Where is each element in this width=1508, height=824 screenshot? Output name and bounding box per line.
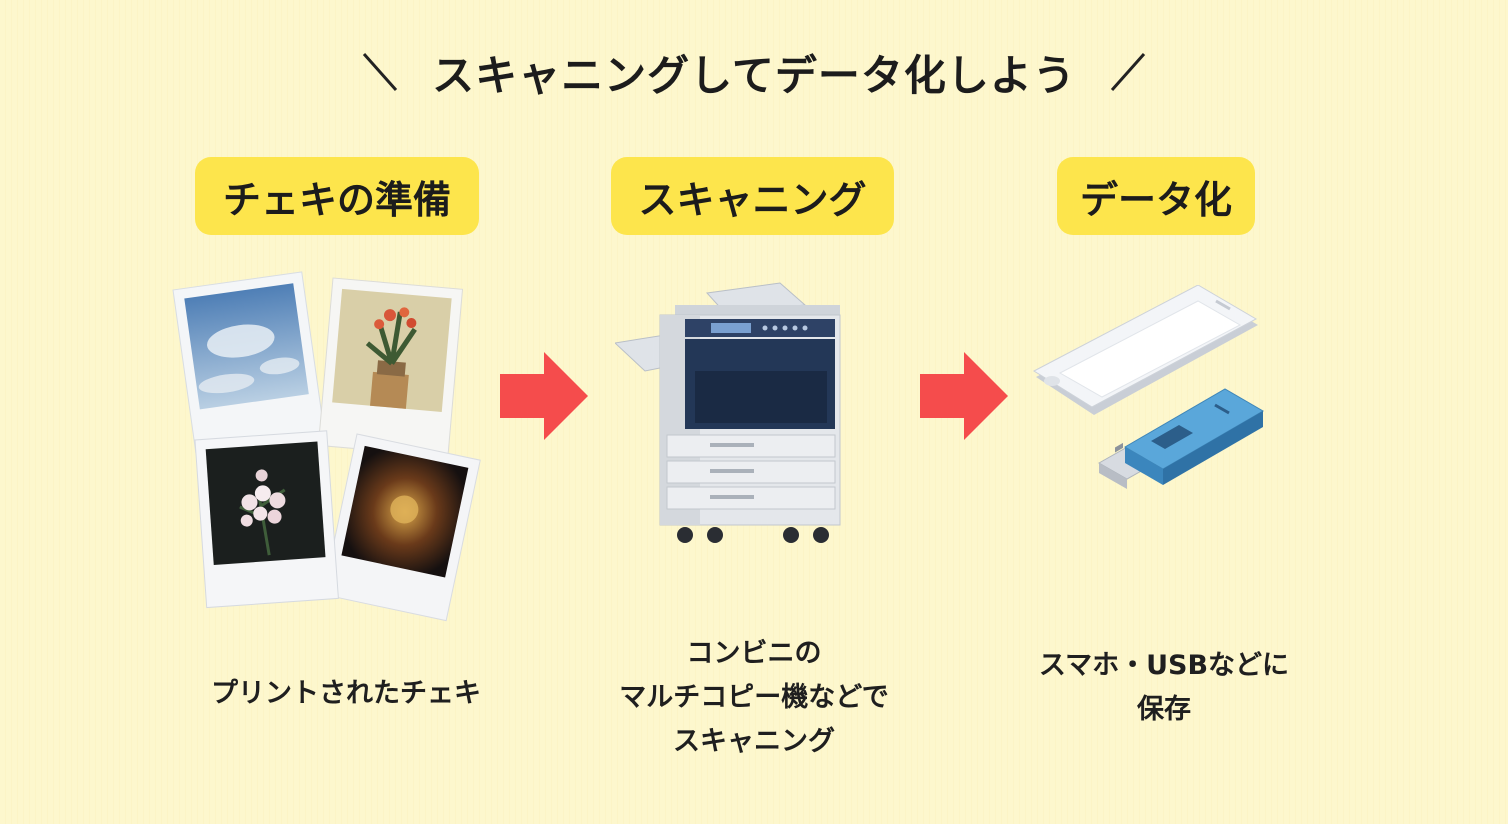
step-badge-prepare: チェキの準備 (195, 157, 479, 235)
usb-drive-icon (1097, 388, 1264, 489)
caption-line: コンビニの (686, 638, 822, 669)
step-caption-prepare: プリントされたチェキ (186, 672, 506, 716)
caption-line: プリントされたチェキ (211, 678, 481, 709)
step-caption-scan: コンビニの マルチコピー機などで スキャニング (594, 632, 914, 764)
caption-line: マルチコピー機などで (619, 682, 889, 713)
backslash-decoration-icon (363, 53, 398, 91)
caption-line: スマホ・USBなどに (1038, 650, 1290, 681)
instant-photos-icon (172, 271, 481, 622)
caption-line: スキャニング (673, 726, 835, 757)
step-caption-digitize: スマホ・USBなどに 保存 (1004, 644, 1324, 732)
multifunction-copier-icon (615, 282, 841, 543)
step-badge-digitize: データ化 (1057, 157, 1255, 235)
caption-line: 保存 (1137, 694, 1191, 725)
step-badge-scan: スキャニング (611, 157, 894, 235)
arrow-right-icon (500, 352, 588, 440)
slash-decoration-icon (1110, 53, 1145, 91)
page-title: スキャニングしてデータ化しよう (432, 50, 1076, 100)
smartphone-icon (1032, 285, 1258, 415)
title-row: スキャニングしてデータ化しよう (0, 42, 1508, 102)
arrow-right-icon-2 (920, 352, 1008, 440)
